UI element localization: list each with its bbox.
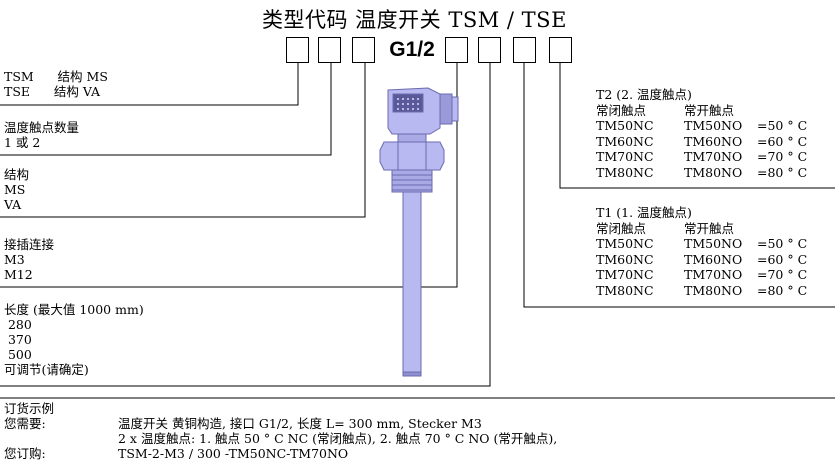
table-row: TM60NC TM60NO =60 ° C <box>596 134 807 150</box>
length-section: 长度 (最大值 1000 mm) 280 370 500 可调节(请确定) <box>4 302 144 377</box>
connector-section: 接插连接 M3 M12 <box>4 237 54 282</box>
contacts-heading: 温度触点数量 <box>4 120 80 135</box>
structure-heading: 结构 <box>4 167 30 182</box>
t2-cell: TM80NO <box>684 164 743 180</box>
order-need-label: 您需要: <box>4 416 46 431</box>
table-row: TM70NC TM70NO =70 ° C <box>596 267 807 283</box>
order-need-line2: 2 x 温度触点: 1. 触点 50 ° C NC (常闭触点), 2. 触点 … <box>118 431 558 446</box>
order-need-line1: 温度开关 黄铜构造, 接口 G1/2, 长度 L= 300 mm, Stecke… <box>118 416 482 431</box>
t1-head-no: 常开触点 <box>684 220 735 236</box>
contacts-options: 1 或 2 <box>4 135 41 150</box>
page-title: 类型代码 温度开关 TSM / TSE <box>262 8 567 32</box>
t2-cell: TM70NO <box>684 149 743 164</box>
t1-cell: TM80NC <box>596 282 654 298</box>
table-row: TM80NC TM80NO =80 ° C <box>596 283 807 299</box>
length-370: 370 <box>4 332 32 347</box>
length-heading: 长度 (最大值 1000 mm) <box>4 302 144 317</box>
length-500: 500 <box>4 347 32 362</box>
t1-cell: TM70NO <box>684 267 743 282</box>
t1-title: T1 (1. 温度触点) <box>596 205 692 220</box>
table-row: TM80NC TM80NO =80 ° C <box>596 165 807 181</box>
type-tse-label: TSE 结构 VA <box>4 84 101 99</box>
table-row: 常闭触点 常开触点 <box>596 221 807 237</box>
t2-cell: =80 ° C <box>757 164 808 180</box>
t1-cell: TM60NO <box>684 251 743 267</box>
device-illustration <box>379 87 459 377</box>
code-box-type <box>286 37 309 63</box>
t1-cell: =60 ° C <box>757 251 808 267</box>
code-box-contacts <box>318 37 341 63</box>
code-box-length <box>478 37 501 63</box>
t2-cell: TM80NC <box>596 164 654 180</box>
length-280: 280 <box>4 317 32 332</box>
order-buy-value: TSM-2-M3 / 300 -TM50NC-TM70NO <box>118 446 349 461</box>
code-box-t1 <box>513 37 536 63</box>
structure-ms: MS <box>4 182 26 197</box>
t2-cell: TM70NC <box>596 149 654 164</box>
t1-cell: TM80NO <box>684 282 743 298</box>
t1-cell: =70 ° C <box>757 267 808 282</box>
t1-cell: =80 ° C <box>757 282 808 298</box>
t2-title: T2 (2. 温度触点) <box>596 87 692 102</box>
connector-m3: M3 <box>4 252 25 267</box>
t2-cell: TM50NO <box>684 118 743 133</box>
t1-head-nc: 常闭触点 <box>596 220 647 236</box>
table-row: TM50NC TM50NO =50 ° C <box>596 118 807 134</box>
structure-section: 结构 MS VA <box>4 167 29 212</box>
t1-cell: =50 ° C <box>757 236 808 251</box>
connector-heading: 接插连接 <box>4 237 55 252</box>
t2-cell: TM50NC <box>596 118 654 133</box>
t1-section: T1 (1. 温度触点) 常闭触点 常开触点 TM50NC TM50NO =50 °… <box>596 205 807 298</box>
type-tsm-label: TSM 结构 MS <box>4 69 108 84</box>
table-row: TM50NC TM50NO =50 ° C <box>596 236 807 252</box>
table-row: TM70NC TM70NO =70 ° C <box>596 149 807 165</box>
code-thread: G1/2 <box>389 38 435 61</box>
code-box-structure <box>352 37 375 63</box>
t1-cell: TM50NO <box>684 236 743 251</box>
table-row: TM60NC TM60NO =60 ° C <box>596 252 807 268</box>
table-row: 常闭触点 常开触点 <box>596 103 807 119</box>
t2-cell: TM60NO <box>684 133 743 149</box>
t2-cell: =50 ° C <box>757 118 808 133</box>
t1-cell: TM60NC <box>596 251 654 267</box>
contacts-section: 温度触点数量 1 或 2 <box>4 120 79 150</box>
code-box-t2 <box>549 37 572 63</box>
structure-va: VA <box>4 197 22 212</box>
t2-head-no: 常开触点 <box>684 102 735 118</box>
t2-cell: =70 ° C <box>757 149 808 164</box>
type-section: TSM 结构 MS TSE 结构 VA <box>4 69 108 99</box>
code-box-connector <box>445 37 468 63</box>
t2-head-nc: 常闭触点 <box>596 102 647 118</box>
t1-cell: TM70NC <box>596 267 654 282</box>
connector-m12: M12 <box>4 267 33 282</box>
order-heading: 订货示例 <box>4 401 55 416</box>
t2-section: T2 (2. 温度触点) 常闭触点 常开触点 TM50NC TM50NO =50 °… <box>596 87 807 180</box>
order-buy-label: 您订购: <box>4 446 46 461</box>
t1-cell: TM50NC <box>596 236 654 251</box>
t2-cell: =60 ° C <box>757 133 808 149</box>
length-adjustable: 可调节(请确定) <box>4 362 89 377</box>
t2-cell: TM60NC <box>596 133 654 149</box>
